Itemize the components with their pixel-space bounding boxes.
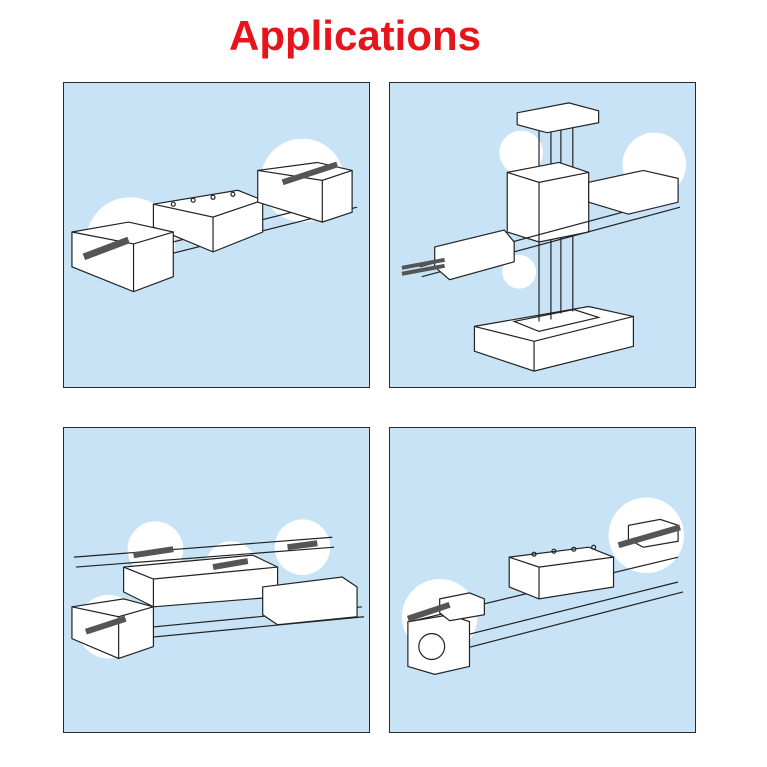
application-panel-3 xyxy=(63,427,370,733)
page-title: Applications xyxy=(228,12,482,59)
application-panel-1 xyxy=(63,82,370,388)
application-panel-4 xyxy=(389,427,696,733)
highlight-circle xyxy=(499,130,543,175)
horizontal-slide-illustration xyxy=(71,138,358,293)
dual-axis-slide-illustration xyxy=(71,519,365,660)
vertical-column-gripper-illustration xyxy=(401,102,687,372)
application-panel-2 xyxy=(389,82,696,388)
rodless-cylinder-illustration xyxy=(401,497,685,675)
